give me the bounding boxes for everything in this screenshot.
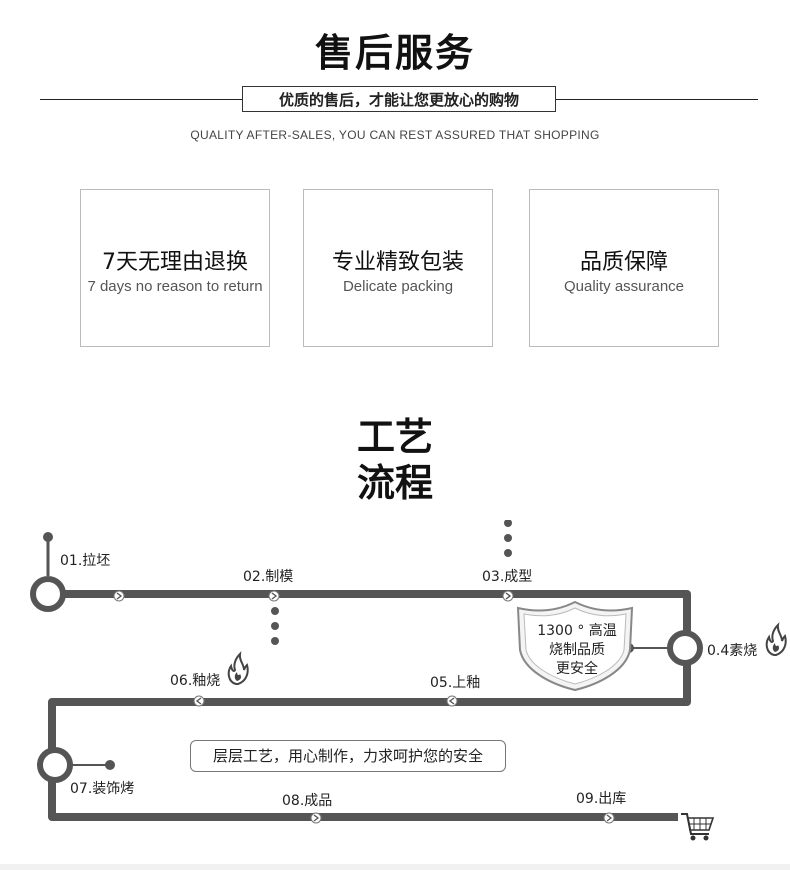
step-03-label: 03.成型 <box>482 569 533 585</box>
flame-icon <box>765 622 787 656</box>
process-flow-diagram <box>30 520 787 841</box>
step-05-label: 05.上釉 <box>430 675 481 691</box>
process-title-line1: 工艺 <box>356 415 433 459</box>
arrow-circle-icon <box>603 812 615 824</box>
process-callout: 层层工艺，用心制作，力求呵护您的安全 <box>190 740 506 772</box>
card-title: 品质保障 <box>579 250 668 275</box>
step-01-label: 01.拉坯 <box>60 553 111 569</box>
dots-02 <box>271 607 279 645</box>
ring-04 <box>667 630 703 666</box>
badge-line-1: 1300 ° 高温 <box>537 623 617 639</box>
pipe-path <box>48 590 691 821</box>
card-quality: 品质保障 Quality assurance <box>529 189 719 347</box>
shopping-cart-icon <box>681 813 715 841</box>
divider-left <box>40 99 242 100</box>
ring-01 <box>30 576 66 612</box>
card-subtitle: 7 days no reason to return <box>87 278 263 295</box>
arrow-circle-icon <box>446 695 458 707</box>
arrow-circle-icon <box>193 695 205 707</box>
bottom-strip <box>0 864 790 870</box>
step-02-label: 02.制模 <box>243 569 294 585</box>
card-title: 7天无理由退换 <box>102 250 248 275</box>
divider-right <box>556 99 758 100</box>
process-title: 工艺 流程 <box>0 414 790 506</box>
process-title-line2: 流程 <box>356 461 433 505</box>
flame-icon <box>227 651 249 685</box>
arrow-circle-icon <box>310 812 322 824</box>
step-09-label: 09.出库 <box>576 791 627 807</box>
card-return-policy: 7天无理由退换 7 days no reason to return <box>80 189 270 347</box>
card-packing: 专业精致包装 Delicate packing <box>303 189 493 347</box>
card-subtitle: Delicate packing <box>342 278 454 295</box>
card-title: 专业精致包装 <box>331 250 464 275</box>
badge-line-3: 更安全 <box>556 661 598 677</box>
subtitle: 优质的售后，才能让您更放心的购物 <box>242 86 556 112</box>
tagline: QUALITY AFTER-SALES, YOU CAN REST ASSURE… <box>190 128 600 142</box>
ring-07 <box>37 747 73 783</box>
step-08-label: 08.成品 <box>282 793 333 809</box>
dots-03 <box>504 520 512 557</box>
dot-01 <box>43 532 53 542</box>
arrow-circle-icon <box>268 590 280 602</box>
card-subtitle: Quality assurance <box>563 278 685 295</box>
shield-badge-icon <box>516 600 634 692</box>
step-07-label: 07.装饰烤 <box>70 781 135 797</box>
step-06-label: 06.釉烧 <box>170 673 221 689</box>
dot-07 <box>105 760 115 770</box>
arrow-circle-icon <box>113 590 125 602</box>
step-04-label: 0.4素烧 <box>707 643 758 659</box>
page-title: 售后服务 <box>314 31 475 75</box>
badge-line-2: 烧制品质 <box>549 642 605 658</box>
pipe <box>48 590 691 821</box>
arrow-circle-icon <box>502 590 514 602</box>
badge-text: 1300 ° 高温 烧制品质 更安全 <box>518 622 636 679</box>
